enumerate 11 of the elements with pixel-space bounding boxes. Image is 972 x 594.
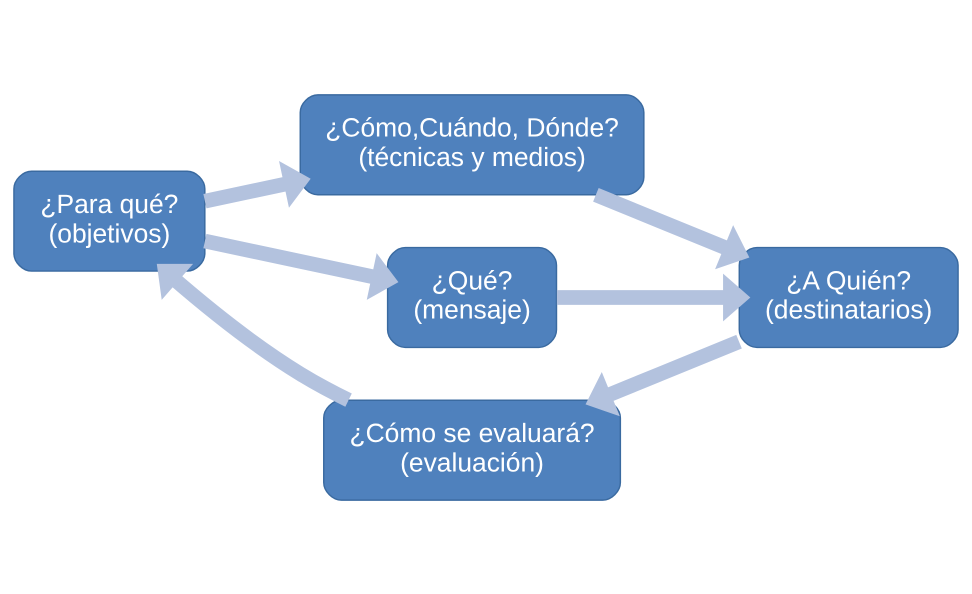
arrow xyxy=(556,273,750,321)
node-box: ¿Para qué? (objetivos) xyxy=(13,170,206,272)
arrow xyxy=(203,233,398,300)
node-box: ¿Cómo,Cuándo, Dónde? (técnicas y medios) xyxy=(300,94,645,195)
arrow xyxy=(156,263,352,406)
node-box: ¿Cómo se evaluará? (evaluación) xyxy=(323,399,622,500)
arrow xyxy=(593,188,750,269)
arrow xyxy=(203,160,311,208)
node-box: ¿A Quién? (destinatarios) xyxy=(738,246,959,348)
arrow xyxy=(586,334,742,416)
node-box: ¿Qué? (mensaje) xyxy=(386,246,558,348)
